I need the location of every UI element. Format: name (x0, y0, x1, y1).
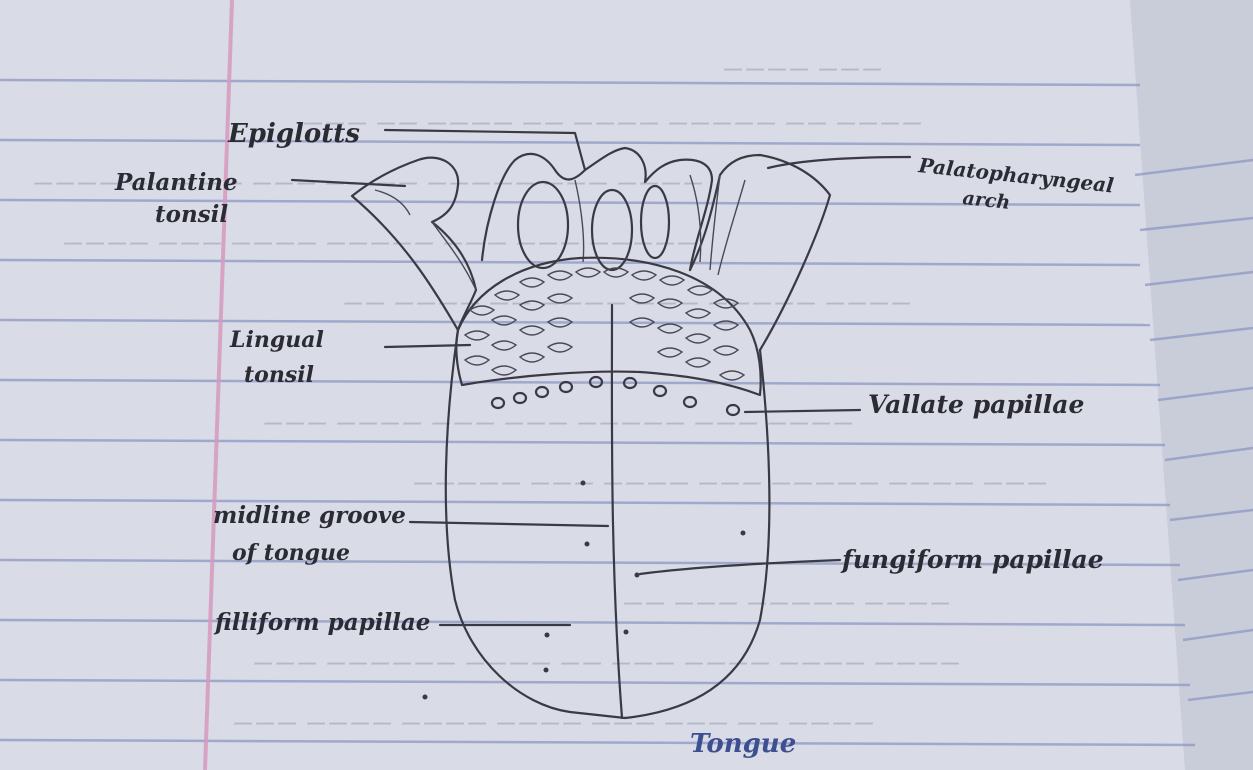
label-filliform-papillae: filliform papillae (213, 609, 430, 636)
svg-text:ーー ーーー ーーーーー ーーーー: ーー ーーー ーーーーー ーーーー (620, 593, 950, 618)
label-palatine-tonsil-line2: tonsil (155, 201, 228, 228)
svg-text:ーーー ーーーー ーーー ーーー ーーーーー ーーー ーーー: ーーー ーーーー ーーー ーーー ーーーーー ーーー ーーーー (260, 413, 853, 438)
svg-text:ーーー ーー ーーーー ーー ーーーー ーーーーー ーー ー: ーーー ーー ーーーー ーー ーーーー ーーーーー ーー ーーーー (300, 113, 922, 138)
label-vallate-papillae: Vallate papillae (868, 390, 1084, 419)
svg-text:ーーーー ーーー: ーーーー ーーー (720, 59, 882, 84)
svg-text:ーーー ーーーーーー ーーーー ーー ーーー ーーーー ーー: ーーー ーーーーーー ーーーー ーー ーーー ーーーー ーーーー ーーーー (250, 653, 960, 678)
label-midline-groove-line1: midline groove (213, 502, 406, 529)
label-lingual-tonsil-line2: tonsil (244, 362, 314, 388)
label-fungiform-papillae: fungiform papillae (840, 545, 1104, 574)
label-epiglottis: Epiglotts (227, 119, 360, 149)
svg-text:ーーーーー ーーー ーーーー ーーー ーーーーー ーーーー: ーーーーー ーーー ーーーー ーーー ーーーーー ーーーー ーーー (410, 473, 1047, 498)
label-midline-groove-line2: of tongue (232, 540, 350, 566)
label-lingual-tonsil-line1: Lingual (229, 327, 324, 353)
svg-text:ーーーー ーーー ーーーー ーーーーー ーーー ーーー ーー: ーーーー ーーー ーーーー ーーーーー ーーー ーーー ーーーーー (60, 233, 697, 258)
diagram-title: Tongue (690, 729, 796, 759)
label-palatine-tonsil-line1: Palantine (114, 169, 238, 196)
svg-text:ーー ーーーー ーー ーーーー ーーー ーーーーー ーーーー: ーー ーーーー ーー ーーーー ーーー ーーーーー ーーーー (340, 293, 911, 318)
